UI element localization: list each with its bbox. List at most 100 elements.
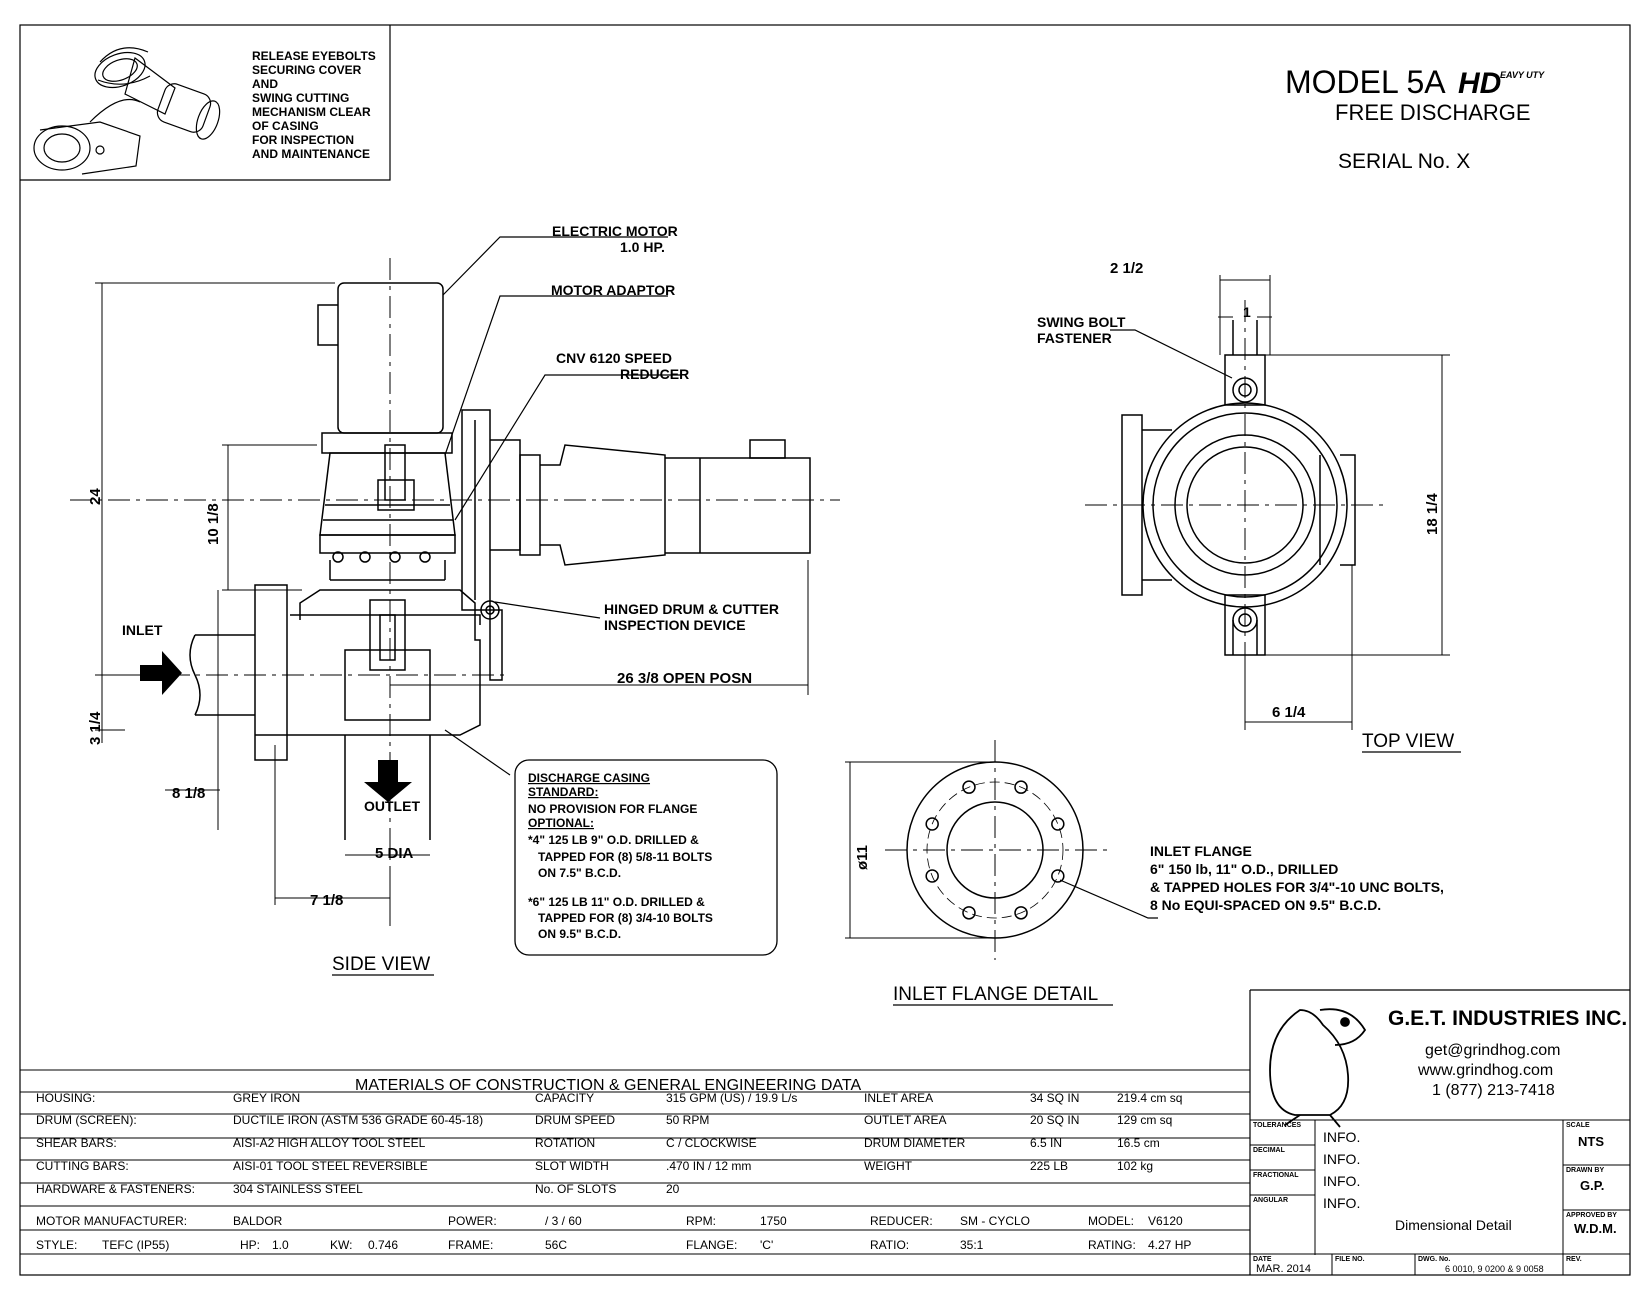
motor-cell: RPM: [686,1214,716,1228]
tb-drawn-label: DRAWN BY [1566,1167,1604,1174]
flange-label: INLET FLANGE [1150,843,1252,859]
table-cell: 34 SQ IN [1030,1091,1079,1105]
tb-scale: NTS [1578,1134,1604,1149]
top-view [1085,275,1450,730]
tb-dwg-label: DWG. No. [1418,1256,1450,1263]
tb-date-label: DATE [1253,1256,1272,1263]
note-line: OPTIONAL: [528,816,594,830]
tb-decimal: DECIMAL [1253,1147,1286,1154]
table-cell: 304 STAINLESS STEEL [233,1182,363,1196]
motor-cell: REDUCER: [870,1214,933,1228]
company-web: www.grindhog.com [1417,1062,1553,1079]
inlet-label: INLET [122,622,163,638]
bolt-hole [962,780,976,794]
tb-rev-label: REV. [1566,1256,1582,1263]
flange-view-title: INLET FLANGE DETAIL [893,984,1098,1005]
inset-note-line: AND [252,77,278,91]
style-cell: FRAME: [448,1238,493,1252]
tb-file-label: FILE NO. [1335,1256,1365,1263]
style-cell: RATIO: [870,1238,909,1252]
dim-18: 18 1/4 [1424,493,1441,535]
table-cell: WEIGHT [864,1159,913,1173]
dim-2: 2 1/2 [1110,260,1143,277]
style-cell: 'C' [760,1238,773,1252]
adaptor-label: MOTOR ADAPTOR [551,282,675,298]
tb-dwg: 6 0010, 9 0200 & 9 0058 [1445,1264,1544,1274]
table-cell: HOUSING: [36,1091,95,1105]
style-cell: 1.0 [272,1238,289,1252]
style-cell: STYLE: [36,1238,77,1252]
motor-cell: POWER: [448,1214,497,1228]
motor-cell: MODEL: [1088,1214,1134,1228]
dim-24: 24 [87,488,104,505]
table-cell: 219.4 cm sq [1117,1091,1182,1105]
motor-cell: BALDOR [233,1214,283,1228]
svg-text:EAVY UTY: EAVY UTY [1500,70,1545,80]
style-cell: TEFC (IP55) [102,1238,169,1252]
tb-info: INFO. [1323,1129,1360,1145]
inset-sketch [33,47,221,175]
tb-scale-label: SCALE [1566,1122,1590,1129]
outlet-label: OUTLET [364,798,420,814]
table-cell: 102 kg [1117,1159,1153,1173]
tb-date: MAR. 2014 [1256,1263,1311,1275]
inset-note-line: AND MAINTENANCE [252,147,370,161]
table-cell: DUCTILE IRON (ASTM 536 GRADE 60-45-18) [233,1113,483,1127]
tb-drawn: G.P. [1580,1178,1604,1193]
subtitle: FREE DISCHARGE [1335,100,1531,125]
dim-6: 6 1/4 [1272,704,1306,721]
motor-cell: SM - CYCLO [960,1214,1030,1228]
inset-note-line: SECURING COVER [252,63,362,77]
side-view [70,258,840,928]
table-cell: CAPACITY [535,1091,594,1105]
motor-adaptor [319,452,456,536]
table-cell: OUTLET AREA [864,1113,946,1127]
table-cell: CUTTING BARS: [36,1159,129,1173]
table-cell: AISI-A2 HIGH ALLOY TOOL STEEL [233,1136,426,1150]
serial-number: SERIAL No. X [1338,150,1470,173]
table-cell: GREY IRON [233,1091,300,1105]
bolt-hole [1051,869,1065,883]
note-line: STANDARD: [528,785,598,799]
dim-10: 10 1/8 [205,503,222,545]
flange-label: 6" 150 lb, 11" O.D., DRILLED [1150,861,1338,877]
table-cell: 225 LB [1030,1159,1068,1173]
svg-text:HD: HD [1458,67,1501,100]
model-title: MODEL 5A [1285,64,1446,100]
table-cell: DRUM DIAMETER [864,1136,966,1150]
tb-info: INFO. [1323,1151,1360,1167]
table-cell: 315 GPM (US) / 19.9 L/s [666,1091,797,1105]
tb-approved: W.D.M. [1574,1221,1617,1236]
style-cell: FLANGE: [686,1238,737,1252]
table-cell: 16.5 cm [1117,1136,1160,1150]
inset-note-line: RELEASE EYEBOLTS [252,49,376,63]
motor-label: ELECTRIC MOTOR [552,223,678,239]
tb-info: INFO. [1323,1173,1360,1189]
style-cell: KW: [330,1238,352,1252]
inset-note-line: FOR INSPECTION [252,133,354,147]
bolt-hole [1014,780,1028,794]
company-name: G.E.T. INDUSTRIES INC. [1388,1007,1627,1030]
tb-tolerances: TOLERANCES [1253,1122,1301,1129]
inset-note-line: OF CASING [252,119,319,133]
discharge-note: DISCHARGE CASING STANDARD: NO PROVISION … [528,771,713,941]
reducer-label: CNV 6120 SPEED [556,350,672,366]
style-cell: 35:1 [960,1238,984,1252]
flange-label: & TAPPED HOLES FOR 3/4"-10 UNC BOLTS, [1150,879,1444,895]
table-cell: No. OF SLOTS [535,1182,616,1196]
note-line: ON 9.5" B.C.D. [538,927,621,941]
dim-1: 1 [1243,304,1251,320]
inset-frame [20,25,391,181]
leaders [442,236,682,776]
table-cell: SHEAR BARS: [36,1136,117,1150]
table-cell: 129 cm sq [1117,1113,1172,1127]
tb-angular: ANGULAR [1253,1197,1288,1204]
style-cell: 0.746 [368,1238,398,1252]
inset-note-line: MECHANISM CLEAR [252,105,371,119]
table-cell: .470 IN / 12 mm [666,1159,751,1173]
tb-approved-label: APPROVED BY [1566,1212,1617,1219]
discharge-note-box [514,759,778,956]
table-cell: ROTATION [535,1136,595,1150]
tb-info: INFO. [1323,1195,1360,1211]
speed-reducer [540,444,666,566]
